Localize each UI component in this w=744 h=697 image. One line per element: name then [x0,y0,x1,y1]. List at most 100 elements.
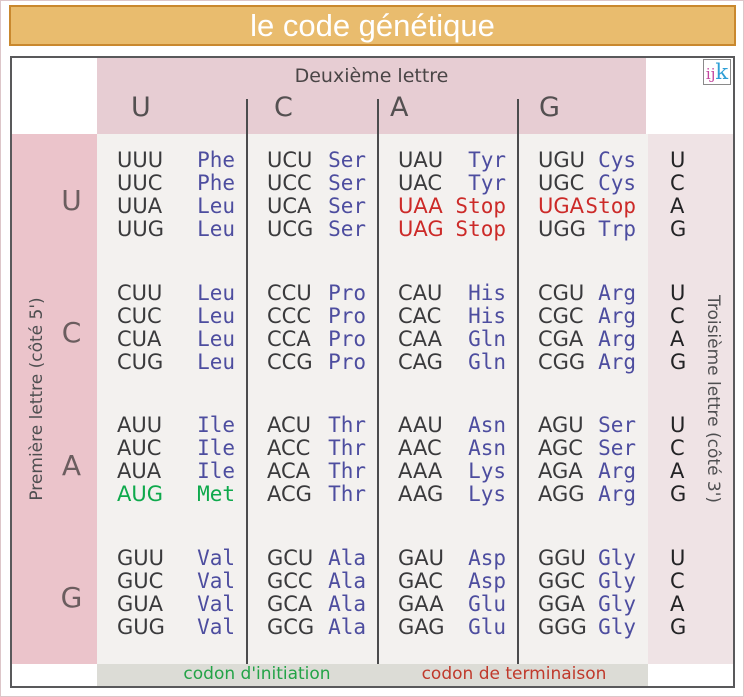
codon-text: CGC [538,303,584,328]
amino-acid-text: Lys [468,482,506,506]
amino-acid-text: Ser [328,217,366,241]
amino-acid-text: Asn [468,436,506,460]
amino-acid-text: Arg [598,280,636,305]
codon-entry: AAG Lys [378,483,518,506]
codon-text: CAC [398,303,442,328]
third-letter: C [670,436,685,460]
amino-acid-text: Phe [197,148,235,172]
amino-acid-text: Leu [197,194,235,218]
amino-acid-text: Stop [455,194,506,218]
column-divider-1 [246,99,248,664]
amino-acid-text: Leu [197,280,235,305]
amino-acid-text: Cys [598,171,636,195]
codon-text: AAC [398,436,442,460]
codon-text: AAA [398,459,443,483]
amino-acid-text: Leu [197,349,235,374]
amino-acid-text: Gly [598,568,636,593]
amino-acid-text: Val [197,614,235,639]
amino-acid-text: Arg [598,326,636,351]
amino-acid-text: Val [197,568,235,593]
amino-acid-text: Val [197,591,235,616]
codon-text: UGU [538,148,586,172]
codon-text: UAA [398,194,443,218]
amino-acid-text: Stop [455,217,506,241]
first-letter-label: C [61,316,82,350]
codon-text: UUU [117,148,164,172]
codon-text: GGG [538,614,587,639]
amino-acid-text: Arg [598,349,636,374]
codon-text: UAG [398,217,444,241]
page-title: le code génétique [9,5,736,46]
codon-text: UAU [398,148,444,172]
codon-text: GUC [117,568,164,593]
second-letter-c: C [274,92,293,123]
codon-text: AUG [117,482,164,506]
codon-text: CCG [267,349,313,374]
amino-acid-text: Gly [598,614,636,639]
codon-text: ACU [267,413,312,437]
third-letter: G [670,349,687,374]
codon-entry: GGG Gly [518,614,648,639]
amino-acid-text: Leu [197,303,235,328]
ijk-logo-k: k [715,60,729,84]
amino-acid-text: Tyr [468,171,506,195]
codon-text: CUG [117,349,164,374]
codon-text: AGA [538,459,583,483]
codon-text: UGG [538,217,586,241]
codon-text: GGA [538,591,585,616]
codon-text: CUA [117,326,162,351]
codon-text: UCG [267,217,314,241]
codon-text: ACC [267,436,311,460]
amino-acid-text: Ala [328,568,366,593]
codon-text: GCG [267,614,315,639]
third-letter: A [670,194,685,218]
third-letter: U [670,545,686,570]
second-letter-g: G [539,92,560,123]
third-letter: U [670,148,686,172]
amino-acid-text: Glu [468,591,506,616]
codon-text: GAC [398,568,443,593]
codon-text: CGG [538,349,586,374]
amino-acid-text: Thr [328,459,366,483]
codon-text: CCU [267,280,312,305]
third-letter: A [670,591,685,616]
codon-text: AAG [398,482,444,506]
amino-acid-text: His [468,303,506,328]
